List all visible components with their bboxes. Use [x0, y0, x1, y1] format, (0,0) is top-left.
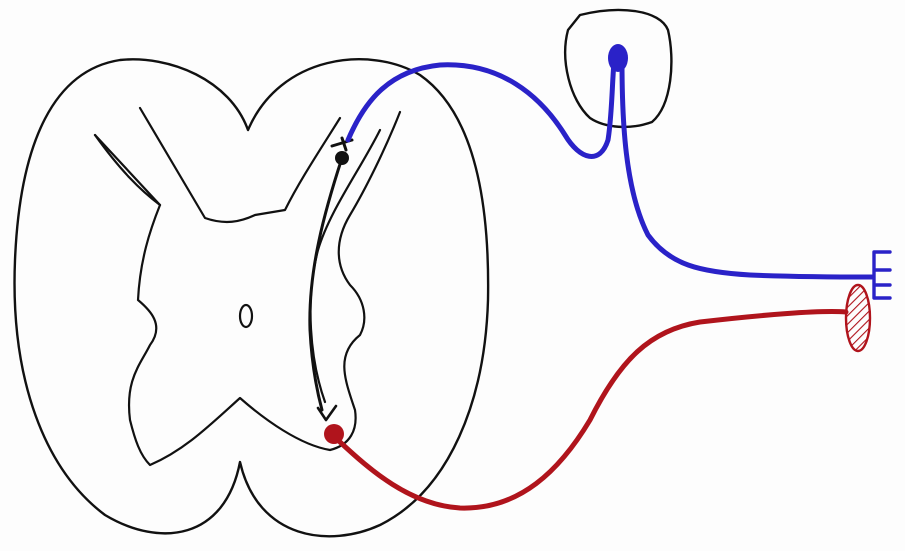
central-canal	[240, 305, 252, 327]
muscle-icon	[846, 285, 870, 351]
sensory-neuron-cell-body	[608, 44, 628, 72]
spinal-cord-outline	[15, 59, 489, 536]
grey-matter-dorsal-left	[140, 108, 340, 222]
motor-neuron-axon	[340, 312, 846, 509]
interneuron-axon	[310, 158, 342, 410]
sensory-neuron-peripheral-branch	[622, 62, 872, 277]
interneuron-cell-body	[335, 151, 349, 165]
receptor-ending-icon	[874, 252, 890, 298]
grey-matter-outline	[95, 112, 400, 465]
